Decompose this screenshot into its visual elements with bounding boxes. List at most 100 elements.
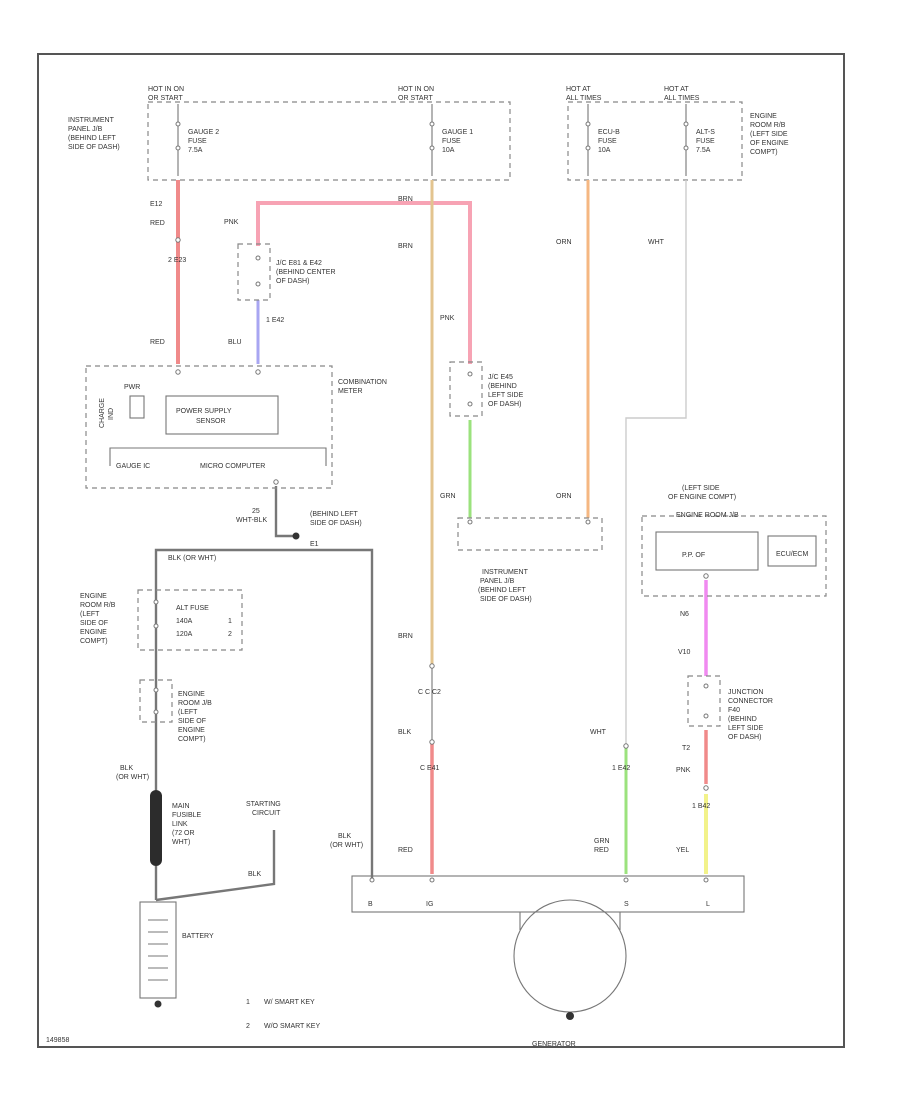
fusible-link-2: LINK	[172, 821, 188, 828]
wire-pink-mid-label: PNK	[440, 315, 455, 322]
jc-e45-loc-0: J/C E45	[488, 374, 513, 381]
wire-gauge2-label-1: RED	[150, 220, 165, 227]
connector-pin-a	[175, 237, 181, 243]
engine-rb-location-0: ENGINE	[750, 113, 777, 120]
battery-label: BATTERY	[182, 933, 214, 940]
connector-pin-c	[429, 663, 435, 669]
ip-jb2-loc-2: (BEHIND LEFT	[478, 587, 527, 594]
ip-jb2-loc-1: PANEL J/B	[480, 578, 515, 585]
engine-jb-loc-4: ENGINE	[178, 727, 205, 734]
fusible-link-0: MAIN	[172, 803, 190, 810]
junction-loc-3: (BEHIND	[728, 716, 757, 723]
combination-meter-label-0: COMBINATION	[338, 379, 387, 386]
ecm-loc-2: ENGINE ROOM J/B	[676, 512, 739, 519]
fusible-link-1: FUSIBLE	[172, 812, 202, 819]
alt-fuse-2: 120A	[176, 631, 193, 638]
wire-yel-gen: YEL	[676, 847, 689, 854]
charge-ind-1: IND	[108, 408, 115, 420]
alt-fuse: ALT FUSE 140A 120A 1 2 ENGINE ROOM R/B (…	[80, 589, 243, 651]
ecm-loc-0: (LEFT SIDE	[682, 485, 720, 492]
wire-pnk-low: PNK	[676, 767, 691, 774]
engine-rb-location-2: (LEFT SIDE	[750, 131, 788, 138]
fuse-alt-s-1: FUSE	[696, 138, 715, 145]
wire-blu-label-1: BLU	[228, 339, 242, 346]
hot-label-2a: HOT IN ON	[398, 86, 434, 93]
fusible-link-3: (72 OR	[172, 830, 195, 837]
pp-of-label: P.P. OF	[682, 552, 705, 559]
wire-t2: T2	[682, 745, 690, 752]
alt-fuse-ref-2: 2	[228, 631, 232, 638]
engine-rb2-loc-2: (LEFT	[80, 611, 100, 618]
ground-location-1: SIDE OF DASH)	[310, 520, 362, 527]
wire-red-gen: RED	[398, 847, 413, 854]
note-ref-2: 2	[246, 1023, 250, 1030]
jc-e81-loc-1: (BEHIND CENTER	[276, 269, 336, 276]
jc-e45-loc-3: OF DASH)	[488, 401, 521, 408]
connector-pin-h	[703, 785, 709, 791]
wire-wht-blk-0: 25	[252, 508, 260, 515]
junction-connector-e45: J/C E45 (BEHIND LEFT SIDE OF DASH)	[449, 361, 524, 417]
engine-jb-loc-5: COMPT)	[178, 736, 206, 743]
hot-label-2b: OR START	[398, 95, 433, 102]
engine-rb-location-1: ROOM R/B	[750, 122, 786, 129]
junction-loc-5: OF DASH)	[728, 734, 761, 741]
fuse-gauge2: GAUGE 2 FUSE 7.5A	[175, 104, 219, 176]
wire-red-meter-label: RED	[150, 339, 165, 346]
engine-room-rb-box	[567, 101, 743, 181]
combination-meter-label-1: METER	[338, 388, 363, 395]
wire-grn: GRN	[440, 420, 472, 518]
note-2: W/O SMART KEY	[264, 1023, 320, 1030]
wire-orn-top-label: ORN	[556, 239, 572, 246]
jc-e81-loc-2: OF DASH)	[276, 278, 309, 285]
gen-pin-l: L	[706, 901, 710, 908]
fuse-gauge1-0: GAUGE 1	[442, 129, 473, 136]
gen-pin-b: B	[368, 901, 373, 908]
fuse-gauge2-0: GAUGE 2	[188, 129, 219, 136]
note-1: W/ SMART KEY	[264, 999, 315, 1006]
wire-white-top-label: WHT	[648, 239, 665, 246]
wire-brn-low-label: BRN	[398, 633, 413, 640]
ip-jb-location-0: INSTRUMENT	[68, 117, 115, 124]
engine-rb2-loc-4: ENGINE	[80, 629, 107, 636]
wire-grn-red-1: RED	[594, 847, 609, 854]
power-supply-label-1: SENSOR	[196, 418, 226, 425]
wire-brn-mid-label: BRN	[398, 243, 413, 250]
junction-loc-1: CONNECTOR	[728, 698, 773, 705]
hot-label-3a: HOT AT	[566, 86, 591, 93]
junction-loc-0: JUNCTION	[728, 689, 763, 696]
alt-fuse-ref-1: 1	[228, 618, 232, 625]
generator-label: GENERATOR	[532, 1041, 576, 1048]
wire-blk-gen-1: (OR WHT)	[330, 842, 363, 849]
power-supply-box	[165, 395, 279, 435]
engine-jb-loc-2: (LEFT	[178, 709, 198, 716]
hot-label-3b: ALL TIMES	[566, 95, 602, 102]
notes-legend: 1 W/ SMART KEY 2 W/O SMART KEY	[246, 999, 320, 1030]
wire-ground: 25 WHT-BLK (BEHIND LEFT SIDE OF DASH) E1	[236, 486, 362, 548]
ground-location-0: (BEHIND LEFT	[310, 511, 359, 518]
wire-blk-low: BLK	[398, 729, 412, 736]
ecu-ecm-module: (LEFT SIDE OF ENGINE COMPT) ENGINE ROOM …	[641, 485, 827, 597]
hot-label-1a: HOT IN ON	[148, 86, 184, 93]
engine-rb-location-4: COMPT)	[750, 149, 778, 156]
alt-fuse-0: ALT FUSE	[176, 605, 209, 612]
wire-blk-top-label: BLK (OR WHT)	[168, 555, 216, 562]
fuse-alt-s-2: 7.5A	[696, 147, 711, 154]
fuse-ecu-b: ECU-B FUSE 10A	[585, 104, 620, 176]
gauge-ic-label: GAUGE IC	[116, 463, 150, 470]
wire-conn-g: 1 E42	[612, 765, 630, 772]
engine-rb2-loc-5: COMPT)	[80, 638, 108, 645]
fuse-alt-s: ALT-S FUSE 7.5A	[683, 104, 715, 176]
engine-rb2-loc-3: SIDE OF	[80, 620, 108, 627]
fusible-link-4: WHT)	[172, 839, 190, 846]
ip-jb-location-1: PANEL J/B	[68, 126, 103, 133]
wire-red-meter: E12 RED 2 E23 RED	[150, 180, 186, 364]
wire-blu-label-0: 1 E42	[266, 317, 284, 324]
ip-jb-box	[147, 101, 511, 181]
starting-circuit-0: STARTING	[246, 801, 281, 808]
starting-circuit-1: CIRCUIT	[252, 810, 281, 817]
wire-v10: V10	[678, 649, 691, 656]
charge-ind-0: CHARGE	[99, 398, 106, 428]
junction-connector-f40: JUNCTION CONNECTOR F40 (BEHIND LEFT SIDE…	[687, 675, 773, 741]
hot-label-4b: ALL TIMES	[664, 95, 700, 102]
